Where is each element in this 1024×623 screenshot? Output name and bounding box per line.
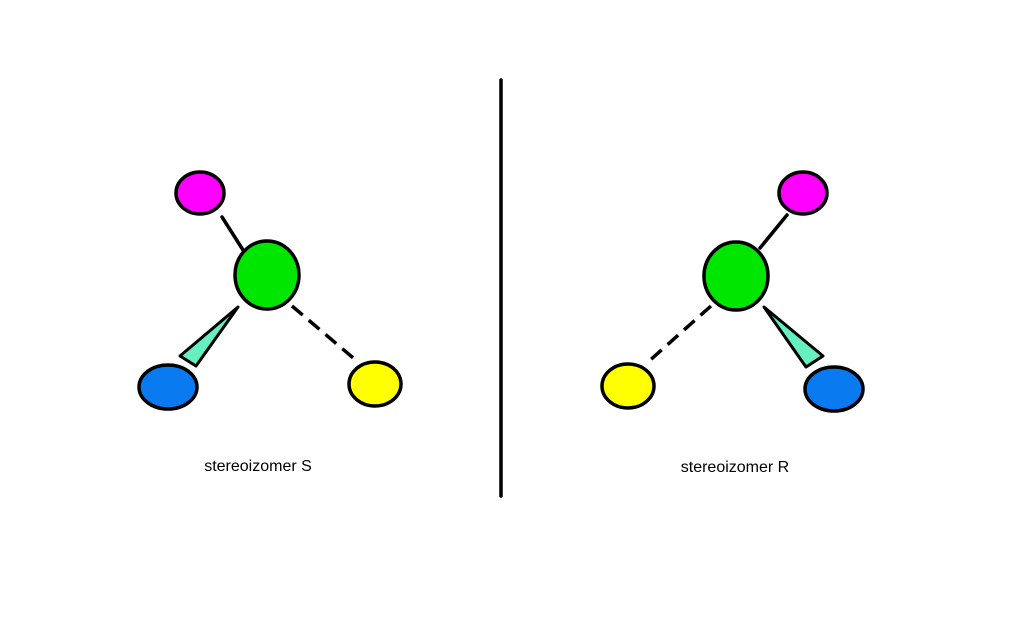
yellow-atom: [600, 362, 656, 410]
molecule-stereoizomer-r: stereoizomer R: [600, 170, 865, 476]
top-atom: [777, 170, 829, 216]
wedge-bond-to-blue-atom: [762, 305, 825, 369]
center-atom: [702, 240, 770, 312]
center-atom: [233, 239, 301, 311]
molecule-stereoizomer-s: stereoizomer S: [137, 170, 403, 475]
blue-atom: [137, 363, 199, 411]
bond-center-to-yellow-atom: [646, 304, 713, 364]
wedge-bond-to-blue-atom: [178, 305, 240, 368]
yellow-atom: [347, 360, 403, 408]
blue-atom: [803, 365, 865, 413]
right-caption: stereoizomer R: [681, 459, 789, 476]
left-caption: stereoizomer S: [204, 458, 312, 475]
top-atom: [174, 170, 226, 216]
bond-center-to-yellow-atom: [290, 304, 360, 364]
bond-center-to-top-atom: [758, 213, 789, 250]
bond-center-to-top-atom: [220, 215, 245, 252]
